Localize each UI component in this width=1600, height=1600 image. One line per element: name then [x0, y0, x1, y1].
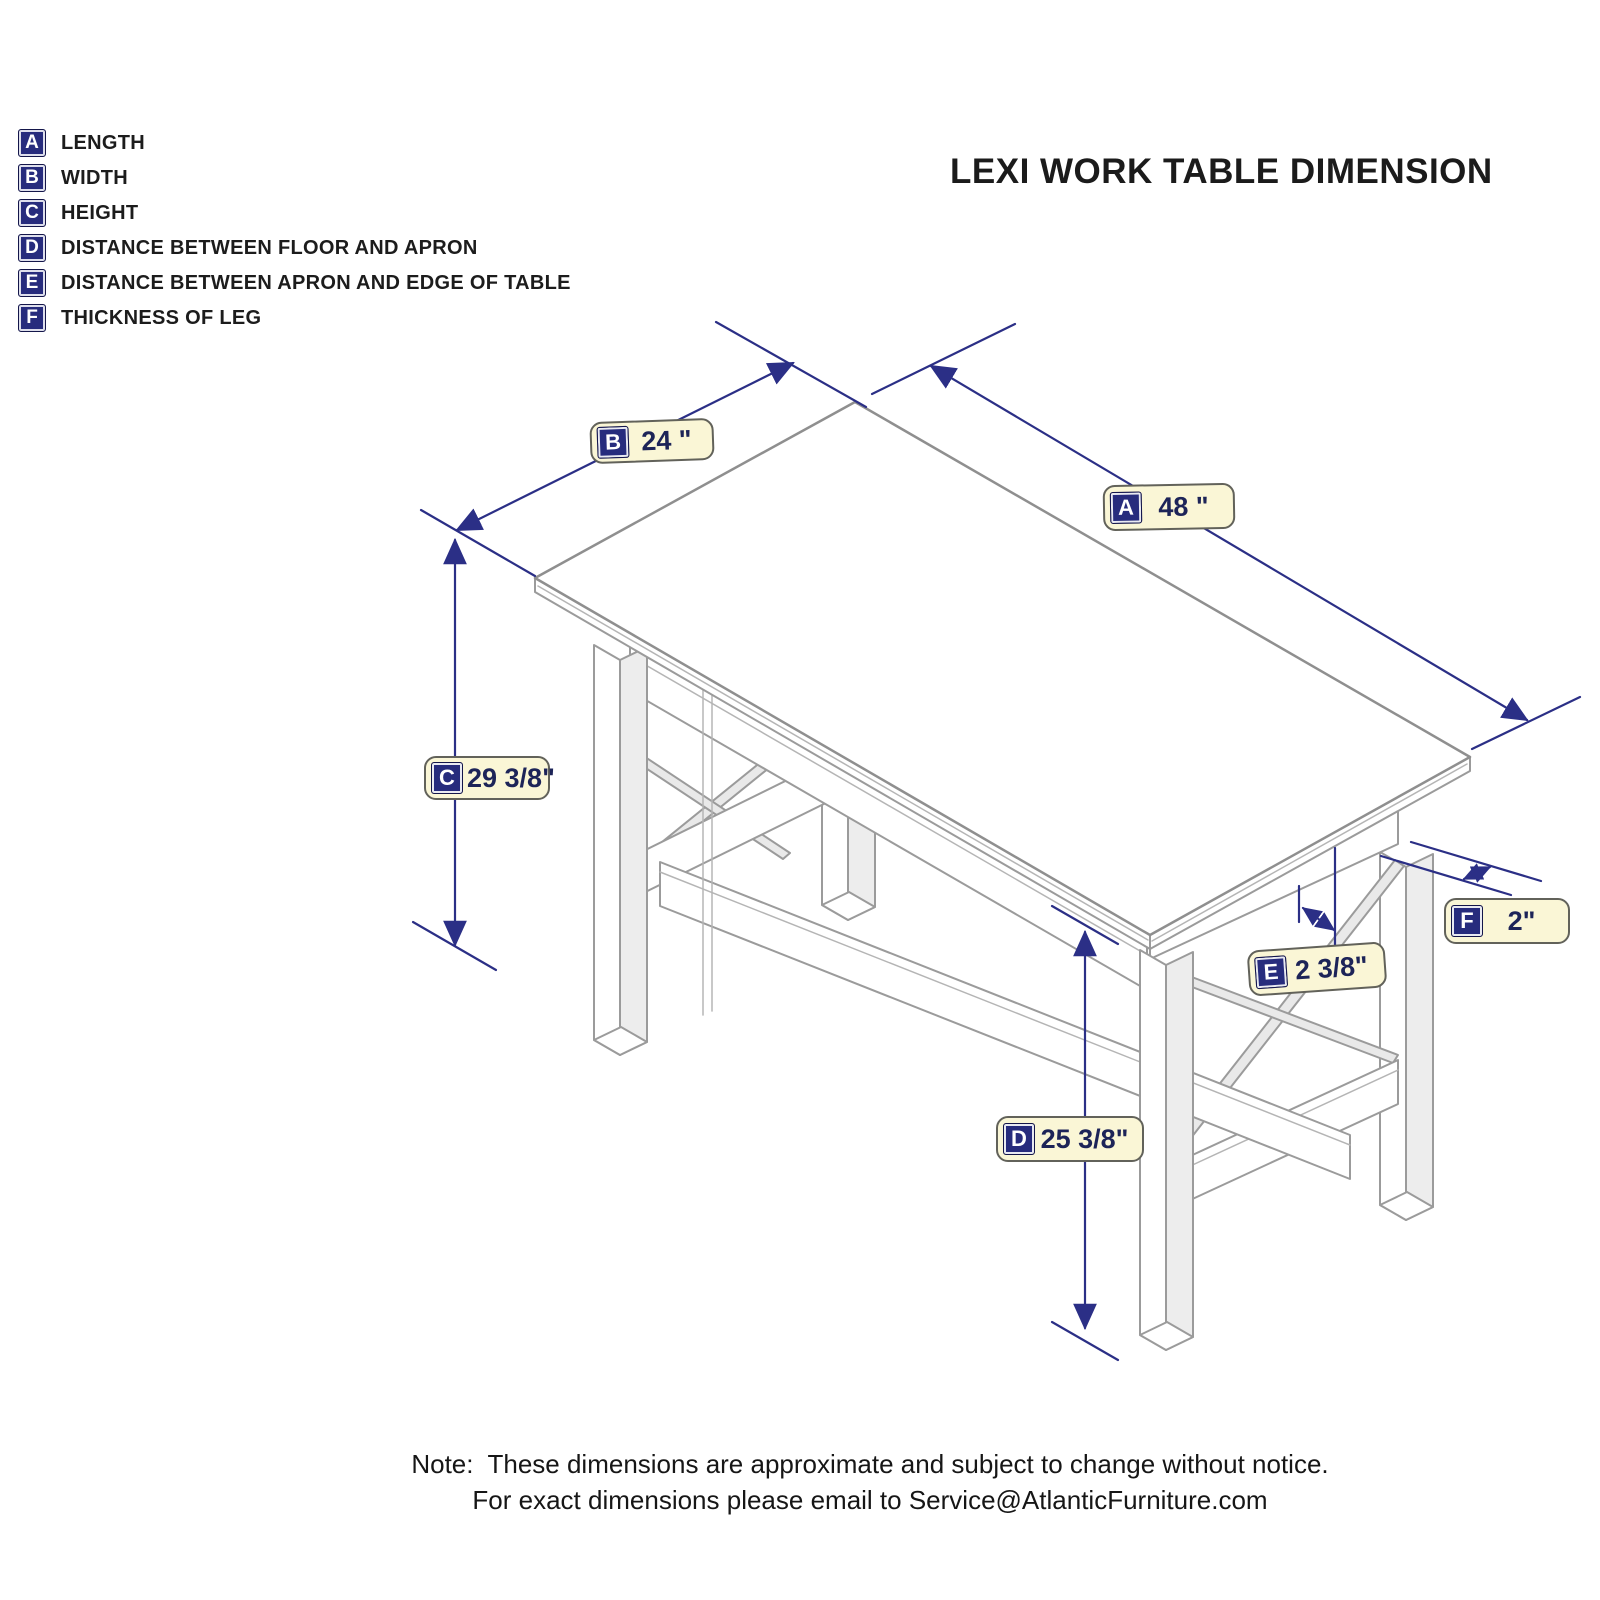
legend-item-e: E DISTANCE BETWEEN APRON AND EDGE OF TAB… [18, 269, 571, 297]
badge-value-b: 24 " [640, 424, 693, 456]
badge-letter-c: C [431, 762, 463, 794]
badge-value-a: 48 " [1158, 490, 1209, 522]
legend-letter-e: E [18, 269, 46, 297]
panel-detail-line [702, 655, 713, 1016]
legend-label-d: DISTANCE BETWEEN FLOOR AND APRON [61, 236, 478, 259]
dimension-badge-a: A 48 " [1102, 482, 1236, 532]
dimension-badge-e: E 2 3/8" [1246, 941, 1388, 997]
legend-letter-c: C [18, 199, 46, 227]
dim-ext-line-f [1379, 840, 1543, 897]
dim-ext-line-a [870, 322, 1582, 751]
badge-letter-a: A [1109, 491, 1143, 525]
legend-label-e: DISTANCE BETWEEN APRON AND EDGE OF TABLE [61, 271, 571, 294]
dim-line-e [1301, 906, 1336, 932]
badge-letter-d: D [1003, 1123, 1035, 1155]
dim-line-f [1462, 863, 1492, 883]
badge-letter-b: B [596, 425, 630, 459]
legend-letter-a: A [18, 129, 46, 157]
legend-letter-f: F [18, 304, 46, 332]
dim-ext-line-c [411, 920, 498, 972]
legend-item-b: B WIDTH [18, 164, 571, 192]
legend-letter-d: D [18, 234, 46, 262]
dimension-badge-d: D 25 3/8" [996, 1116, 1144, 1162]
footer-note: Note: These dimensions are approximate a… [411, 1446, 1328, 1518]
legend-label-c: HEIGHT [61, 201, 139, 224]
dimension-badge-f: F 2" [1444, 898, 1570, 944]
legend-letter-b: B [18, 164, 46, 192]
dim-line-a [929, 364, 1529, 722]
legend-label-b: WIDTH [61, 166, 129, 189]
legend-item-a: A LENGTH [18, 129, 571, 157]
legend: A LENGTH B WIDTH C HEIGHT D DISTANCE BET… [18, 129, 571, 340]
legend-label-f: THICKNESS OF LEG [61, 306, 262, 329]
footer-note-line1: Note: These dimensions are approximate a… [411, 1449, 1329, 1479]
dim-ext-line-e [1297, 846, 1337, 954]
footer-note-line2: For exact dimensions please email to Ser… [472, 1485, 1268, 1515]
dimension-badge-b: B 24 " [589, 417, 715, 465]
badge-letter-e: E [1254, 955, 1289, 990]
badge-value-f: 2" [1507, 905, 1536, 936]
legend-item-d: D DISTANCE BETWEEN FLOOR AND APRON [18, 234, 571, 262]
legend-item-c: C HEIGHT [18, 199, 571, 227]
badge-value-d: 25 3/8" [1040, 1123, 1129, 1154]
badge-value-e: 2 3/8" [1294, 949, 1369, 985]
rear-right-leg [1379, 851, 1434, 1221]
badge-letter-f: F [1451, 905, 1483, 937]
front-left-leg [593, 644, 648, 1056]
dim-ext-line-d [1050, 904, 1120, 1362]
dimension-badge-c: C 29 3/8" [424, 756, 555, 800]
front-right-leg [1139, 949, 1194, 1351]
badge-value-c: 29 3/8" [467, 762, 555, 793]
legend-label-a: LENGTH [61, 131, 146, 154]
legend-item-f: F THICKNESS OF LEG [18, 304, 571, 332]
page-title: LEXI WORK TABLE DIMENSION [950, 152, 1493, 191]
